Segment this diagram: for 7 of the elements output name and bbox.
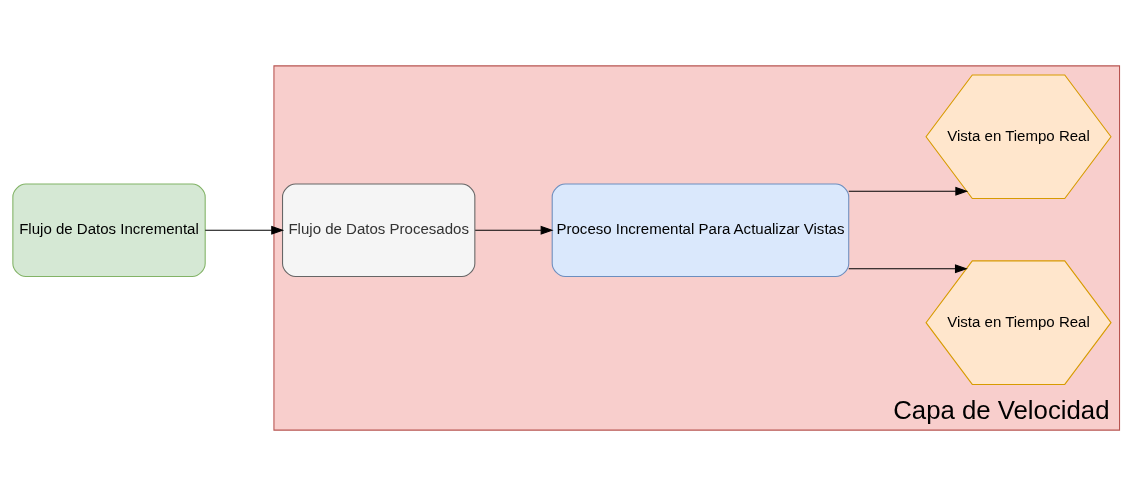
arrow bbox=[848, 186, 969, 196]
arrow bbox=[848, 263, 968, 273]
arrow bbox=[474, 225, 554, 235]
arrow bbox=[204, 225, 285, 235]
node-box: Proceso Incremental Para Actualizar Vistas bbox=[551, 183, 850, 277]
node-box: Flujo de Datos Incremental bbox=[12, 183, 206, 277]
node-box: Flujo de Datos Procesados bbox=[282, 183, 476, 277]
